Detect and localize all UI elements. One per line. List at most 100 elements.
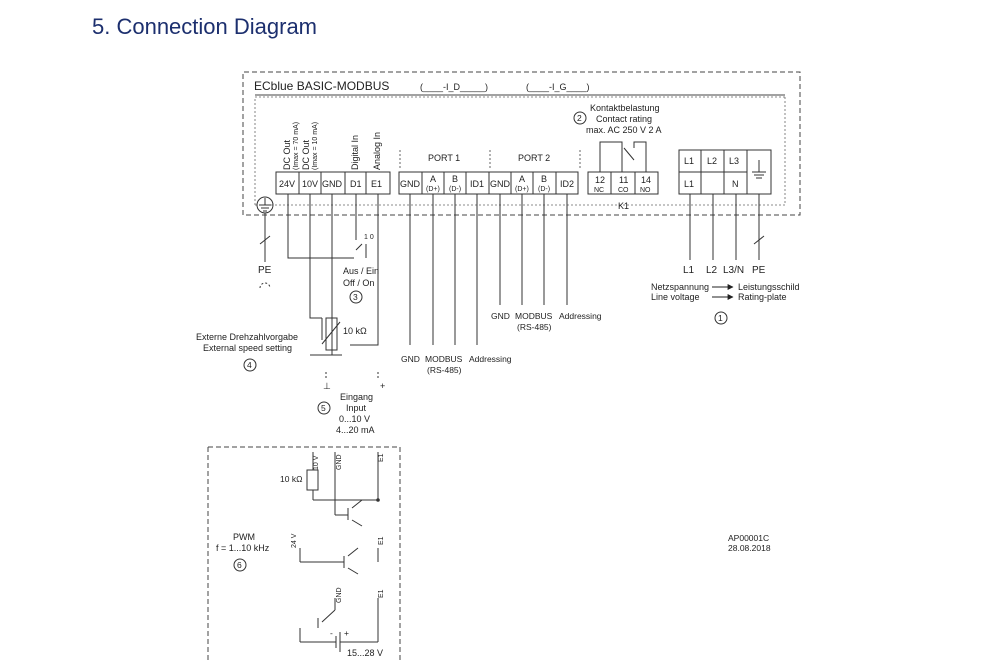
p2-a-sub: (D+) [515,186,529,193]
mains-l1-label: L1 [683,265,695,276]
pwm-supply: 15...28 V [347,648,383,658]
terminal-10v: 10V [302,179,318,189]
badge-4 [243,358,257,372]
port2-modbus-label: MODBUS [515,311,553,321]
pe-label: PE [258,265,272,276]
device-name: ECblue BASIC-MODBUS [254,79,389,93]
speed-de: Externe Drehzahlvorgabe [196,332,298,342]
pwm-gnd1: GND [336,454,343,470]
p1-a: A [430,174,436,184]
relay-block: 12 NC 11 CO 14 NO K1 [587,141,659,211]
pwm-e1c: E1 [378,589,385,598]
p2-b: B [541,174,547,184]
terminal-gnd: GND [322,179,343,189]
mains-pe-label: PE [752,265,766,276]
plate-label: Rating-plate [738,292,787,302]
port2-addressing-label: Addressing [559,311,602,321]
dc-out1-sub: (Imax = 70 mA) [293,122,300,170]
relay-k1: K1 [618,201,629,211]
digital-in-label: Digital In [350,135,360,170]
badge-4-label: 4 [247,360,252,370]
badge-1-label: 1 [718,313,723,323]
mains-l2-label: L2 [706,265,718,276]
p2-gnd: GND [490,179,511,189]
pwm-minus: - [330,628,333,638]
port1-gnd-label: GND [401,354,420,364]
analog-in-label: Analog In [372,132,382,170]
pe-earth-icon [256,196,274,214]
pwm-e1b: E1 [378,536,385,545]
terminal-e1: E1 [371,179,382,189]
schild-label: Leistungsschild [738,282,800,292]
col-headers: DC Out (Imax = 70 mA) DC Out (Imax = 10 … [282,122,382,170]
p1-gnd: GND [400,179,421,189]
relay-12-sub: NC [594,187,604,194]
mains-l2: L2 [707,156,717,166]
mains-wiring [689,194,765,260]
mains-l1b: L1 [684,179,694,189]
speed-en: External speed setting [203,343,292,353]
badge-5 [317,401,331,415]
relay-14: 14 [641,175,651,185]
junction-dot [376,498,380,502]
line-voltage-label: Line voltage [651,292,700,302]
badge-1 [714,311,728,325]
terminal-d1: D1 [350,179,362,189]
pwm-label: PWM [233,532,255,542]
terminal-24v: 24V [279,179,295,189]
badge-6 [233,558,247,572]
contact-de: Kontaktbelastung [590,103,660,113]
doc-number: AP00001C [728,533,769,543]
port1-wiring [409,194,478,345]
p2-b-sub: (D-) [538,186,550,193]
badge-2-label: 2 [577,113,582,123]
pwm-v24: 24 V [291,533,298,548]
page-title: 5. Connection Diagram [92,14,318,39]
switch-10: 1 0 [364,234,374,241]
pot-value: 10 kΩ [343,326,367,336]
input-range1: 0...10 V [339,414,370,424]
device-code2: (____-I_G____) [526,82,590,92]
pwm-res: 10 kΩ [280,474,302,484]
badge-3 [349,290,363,304]
pwm-circuit-3 [299,598,379,652]
port2-rs485-label: (RS-485) [517,322,552,332]
device-inner-frame [254,96,786,206]
device-code1: (____-I_D_____) [420,82,488,92]
relay-12: 12 [595,175,605,185]
p1-b: B [452,174,458,184]
input-range2: 4...20 mA [336,425,375,435]
mains-n: N [732,179,739,189]
terminal-block-control: 24V 10V GND D1 E1 [275,171,391,195]
p1-id1: ID1 [470,179,484,189]
pwm-e1a: E1 [378,453,385,462]
pwm-plus: + [344,628,349,638]
relay-14-sub: NO [640,187,651,194]
port1-rs485-label: (RS-485) [427,365,462,375]
input-minus: ⊥ [323,381,331,391]
badge-6-label: 6 [237,560,242,570]
p2-id2: ID2 [560,179,574,189]
dc-out2-label: DC Out [301,139,311,170]
mains-block: L1 L2 L3 L1 N [678,149,772,195]
pwm-circuit-2 [299,547,379,575]
input-en: Input [346,403,367,413]
port1-addressing-label: Addressing [469,354,512,364]
input-de: Eingang [340,392,373,402]
mains-l3n-label: L3/N [723,265,744,276]
potentiometer-icon [321,317,341,351]
mains-l1: L1 [684,156,694,166]
mains-l3: L3 [729,156,739,166]
control-wiring [287,194,379,356]
p1-b-sub: (D-) [449,186,461,193]
device-outline [242,71,801,216]
port2-gnd-label: GND [491,311,510,321]
badge-2 [573,111,587,125]
pwm-circuit-1 [306,452,379,527]
relay-11: 11 [619,175,628,185]
switch-de: Aus / Ein [343,266,379,276]
switch-en: Off / On [343,278,374,288]
pwm-gnd3: GND [336,587,343,603]
contact-en: Contact rating [596,114,652,124]
